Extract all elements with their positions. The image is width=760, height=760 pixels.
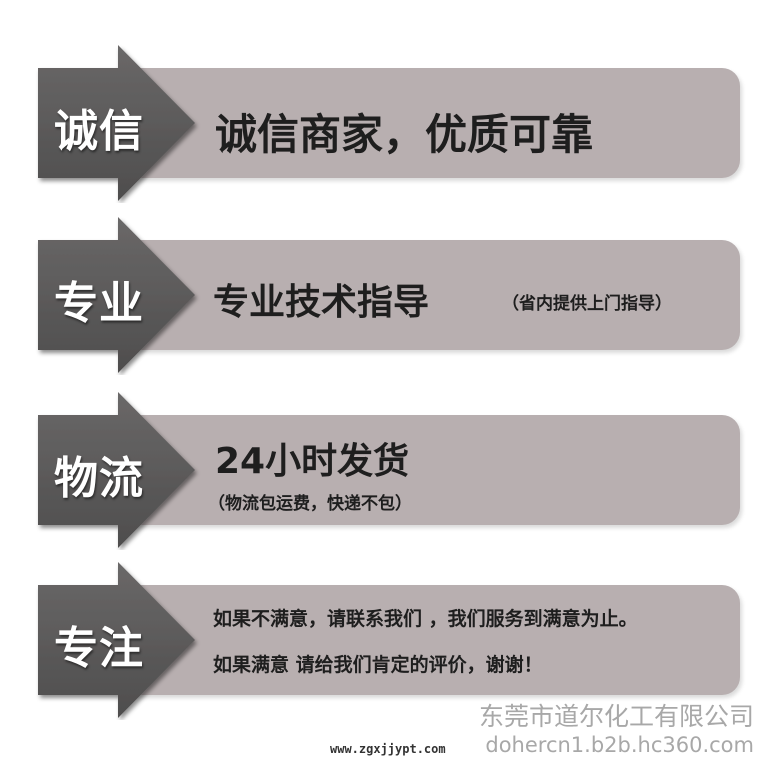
arrow-icon [38, 45, 195, 201]
row-title: 专业技术指导 [213, 282, 430, 323]
row-tag: 专注 [54, 623, 144, 674]
row-logistics: 物流 24小时发货 （物流包运费，快递不包） [0, 390, 760, 550]
company-name: 东莞市道尔化工有限公司 [478, 702, 754, 731]
row-title: 24小时发货 [215, 441, 410, 482]
row-tag: 专业 [54, 278, 144, 329]
row-tag: 诚信 [54, 106, 144, 157]
row-focus: 专注 如果不满意，请联系我们 ，我们服务到满意为止。 如果满意 请给我们肯定的评… [0, 560, 760, 720]
arrow-icon [38, 217, 195, 373]
row-note: （物流包运费，快递不包） [208, 494, 412, 514]
banner [130, 415, 740, 525]
row-title: 诚信商家，优质可靠 [215, 110, 594, 159]
row-line-1: 如果不满意，请联系我们 ，我们服务到满意为止。 [213, 608, 638, 630]
banner [130, 240, 740, 350]
row-note: （省内提供上门指导） [502, 294, 672, 314]
arrow-icon [38, 392, 195, 548]
arrow-icon [38, 562, 195, 718]
row-tag: 物流 [54, 453, 144, 504]
company-site: dohercn1.b2b.hc360.com [485, 733, 754, 757]
banner [130, 585, 740, 695]
banner [130, 68, 740, 178]
row-line-2: 如果满意 请给我们肯定的评价，谢谢！ [213, 654, 543, 676]
row-integrity: 诚信 诚信商家，优质可靠 [0, 43, 760, 203]
row-professional: 专业 专业技术指导 （省内提供上门指导） [0, 215, 760, 375]
watermark: www.zgxjjypt.com [330, 742, 446, 756]
